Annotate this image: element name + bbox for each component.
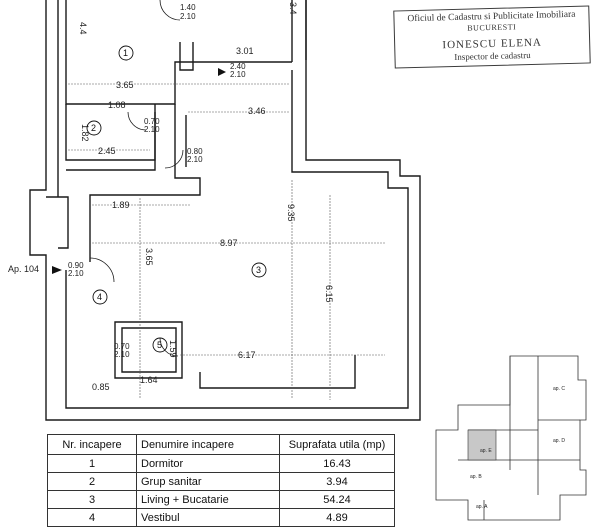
room-number-cell: 1: [47, 454, 137, 473]
keyplan-partition: [458, 356, 580, 520]
hall-wall: [89, 104, 201, 262]
dim-3-65-top: 3.65: [116, 80, 134, 90]
room-area-cell: 4.89: [279, 508, 395, 527]
room-area-table: Nr. incapere Denumire incapere Suprafata…: [47, 434, 395, 527]
dim-1-89: 1.89: [112, 200, 130, 210]
bedroom-wall: [65, 0, 292, 105]
dim-3-46: 3.46: [248, 106, 266, 116]
room-marker: [152, 337, 168, 353]
door-label-h: 2.10: [230, 70, 246, 79]
door-arc-living: [164, 149, 184, 169]
table-row: 1 Dormitor 16.43: [47, 454, 395, 473]
room-number-cell: 4: [47, 508, 137, 527]
door-label-w: 0.80: [187, 147, 203, 156]
keyplan-label: ap. D: [553, 438, 565, 444]
door-label-w: 2.40: [230, 62, 246, 71]
room-number: 4: [97, 292, 102, 302]
door-arc-debara: [159, 337, 179, 357]
dim-2-45: 2.45: [98, 146, 116, 156]
room-marker: [118, 45, 134, 61]
cadastre-stamp: Oficiul de Cadastru si Publicitate Imobi…: [393, 5, 591, 69]
room-number-cell: 3: [47, 490, 137, 509]
door-label-h: 2.10: [144, 125, 160, 134]
room-name-cell: Grup sanitar: [136, 472, 280, 491]
outer-wall: [29, 0, 421, 421]
room-name-cell: Living + Bucatarie: [136, 490, 280, 509]
column-header: Denumire incapere: [136, 434, 280, 455]
dim-1-59: 1.59: [168, 340, 178, 358]
floor-plan: 4.4 3.4 3.01 3.65 1.08 3.46 1.82 2.45 1.…: [8, 0, 421, 421]
keyplan-label: ap. E: [480, 448, 492, 454]
entry-arrow-icon: [52, 266, 62, 274]
keyplan-label: ap. B: [470, 474, 482, 480]
keyplan-label: ap. A: [476, 504, 488, 510]
dim-6-15: 6.15: [324, 285, 334, 303]
room-number-cell: 2: [47, 472, 137, 491]
dim-9-35: 9.35: [286, 204, 296, 222]
room-marker: [92, 289, 108, 305]
room-marker: [86, 120, 102, 136]
entry-label: Ap. 104: [8, 264, 39, 274]
keyplan-label: ap. C: [553, 386, 565, 392]
door-label-w: 1.40: [180, 3, 196, 12]
room-number: 3: [256, 265, 261, 275]
dim-6-17: 6.17: [238, 350, 256, 360]
column: [179, 42, 194, 71]
door-arc-bath: [127, 111, 147, 131]
door-arrow-icon: [218, 68, 226, 76]
outer-wall-inner: [65, 70, 409, 409]
table-header-row: Nr. incapere Denumire incapere Suprafata…: [47, 434, 395, 455]
door-label-w: 0.70: [114, 342, 130, 351]
bathroom-wall-inner: [66, 112, 156, 171]
door-label-w: 0.90: [68, 261, 84, 270]
door-label-h: 2.10: [187, 155, 203, 164]
door-label-h: 2.10: [180, 12, 196, 21]
room-name-cell: Vestibul: [136, 508, 280, 527]
table-row: 2 Grup sanitar 3.94: [47, 472, 395, 491]
door-arc-bedroom: [159, 0, 181, 21]
room-area-cell: 54.24: [279, 490, 395, 509]
door-label-h: 2.10: [114, 350, 130, 359]
room-number: 2: [91, 123, 96, 133]
room-number: 1: [123, 48, 128, 58]
dim-3-01: 3.01: [236, 46, 254, 56]
dim-1-08: 1.08: [108, 100, 126, 110]
door-label-h: 2.10: [68, 269, 84, 278]
room-number: 5: [157, 340, 162, 350]
room-area-cell: 16.43: [279, 454, 395, 473]
table-row: 4 Vestibul 4.89: [47, 508, 395, 527]
building-key-plan: ap. C ap. D ap. E ap. B ap. A: [435, 355, 587, 521]
column-header: Suprafata utila (mp): [279, 434, 395, 455]
column-header: Nr. incapere: [47, 434, 137, 455]
inner-wall: [46, 0, 69, 249]
dim-4-4: 4.4: [78, 22, 88, 35]
room-name-cell: Dormitor: [136, 454, 280, 473]
room-marker: [251, 262, 267, 278]
table-row: 3 Living + Bucatarie 54.24: [47, 490, 395, 509]
dim-1-64: 1.64: [140, 375, 158, 385]
dim-0-85: 0.85: [92, 382, 110, 392]
debara-inner: [121, 327, 177, 373]
door-arc-entry: [89, 257, 115, 283]
dim-8-97: 8.97: [220, 238, 238, 248]
debara-wall: [114, 321, 183, 379]
dim-1-82: 1.82: [80, 124, 90, 142]
dim-3-4: 3.4: [288, 2, 298, 15]
keyplan-outline: [435, 355, 587, 521]
door-label-w: 0.70: [144, 117, 160, 126]
dim-3-65-mid: 3.65: [144, 248, 154, 266]
room-area-cell: 3.94: [279, 472, 395, 491]
living-recess: [199, 355, 356, 389]
keyplan-highlight: [467, 429, 497, 461]
